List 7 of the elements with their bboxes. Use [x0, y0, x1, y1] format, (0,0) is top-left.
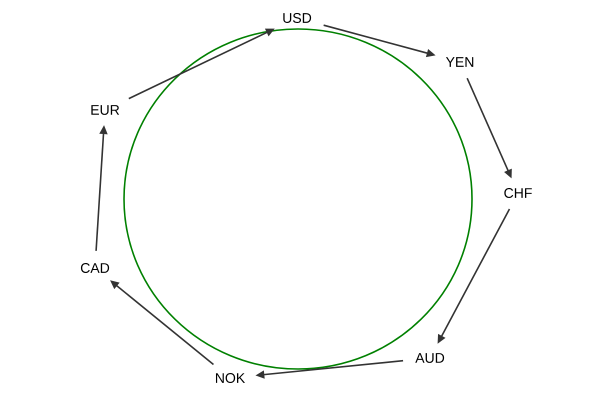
- currency-label: CAD: [80, 263, 110, 273]
- currency-label: AUD: [415, 353, 444, 363]
- currency-label: NOK: [216, 373, 246, 383]
- currency-label: EUR: [91, 105, 120, 115]
- currency-label: CHF: [504, 188, 532, 198]
- currency-label: YEN: [446, 57, 474, 67]
- currency-label: USD: [283, 13, 312, 23]
